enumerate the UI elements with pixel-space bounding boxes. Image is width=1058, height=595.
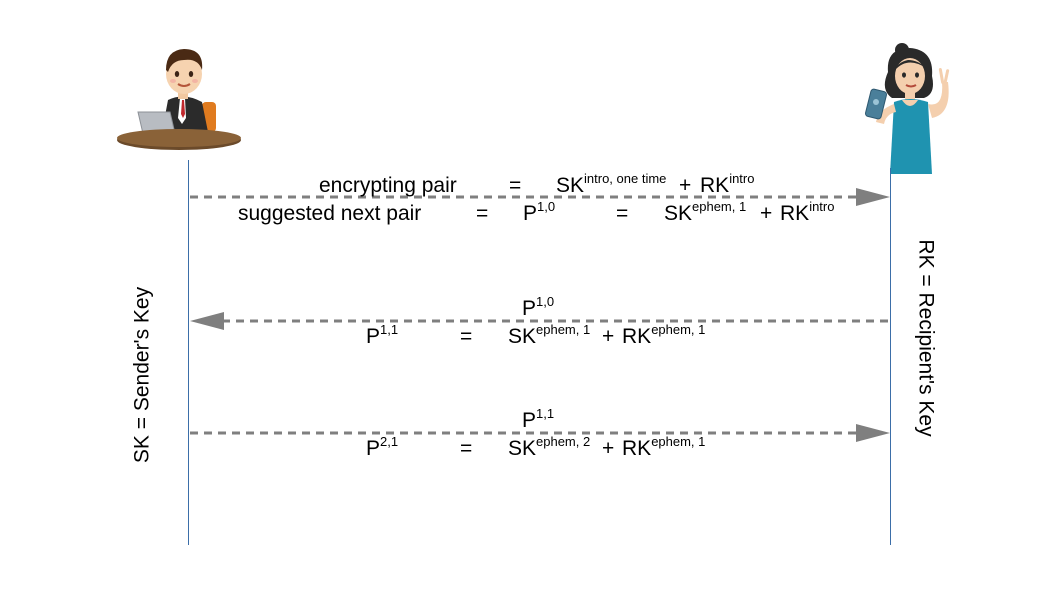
sk-ephem-term: SKephem, 1 bbox=[508, 322, 591, 348]
equals-sign: = bbox=[616, 202, 629, 225]
plus-sign: + bbox=[760, 202, 773, 225]
plus-sign: + bbox=[602, 325, 615, 348]
woman-with-phone-icon bbox=[864, 43, 950, 174]
recipient-key-label: RK = Recipient's Key bbox=[914, 239, 938, 437]
rk-intro-term: RKintro bbox=[780, 199, 835, 225]
plus-sign: + bbox=[602, 437, 615, 460]
equals-sign: = bbox=[460, 437, 473, 460]
plus-sign: + bbox=[679, 174, 692, 197]
equals-sign: = bbox=[460, 325, 473, 348]
suggested-next-pair-label: suggested next pair bbox=[238, 202, 422, 225]
sk-ephem-term: SKephem, 1 bbox=[664, 199, 747, 225]
rk-ephem-term: RKephem, 1 bbox=[622, 434, 706, 460]
sk-ephem-term: SKephem, 2 bbox=[508, 434, 591, 460]
sender-key-label: SK = Sender's Key bbox=[130, 286, 154, 464]
encrypting-pair-label: encrypting pair bbox=[319, 174, 457, 197]
recipient-lifeline bbox=[890, 168, 891, 545]
p-1-0-term: P1,0 bbox=[523, 199, 556, 225]
ack-p-1-1-term: P1,1 bbox=[522, 406, 555, 432]
rk-ephem-term: RKephem, 1 bbox=[622, 322, 706, 348]
ack-p-1-0-term: P1,0 bbox=[522, 294, 555, 320]
man-at-laptop-icon bbox=[117, 49, 241, 150]
message-arrow-3 bbox=[190, 424, 890, 442]
message-arrow-1 bbox=[190, 188, 890, 206]
p-2-1-term: P2,1 bbox=[366, 434, 399, 460]
p-1-1-term: P1,1 bbox=[366, 322, 399, 348]
equals-sign: = bbox=[476, 202, 489, 225]
sender-lifeline bbox=[188, 160, 189, 545]
sk-intro-term: SKintro, one time bbox=[556, 171, 667, 197]
equals-sign: = bbox=[509, 174, 522, 197]
message-arrow-2 bbox=[190, 312, 890, 330]
rk-intro-term: RKintro bbox=[700, 171, 755, 197]
